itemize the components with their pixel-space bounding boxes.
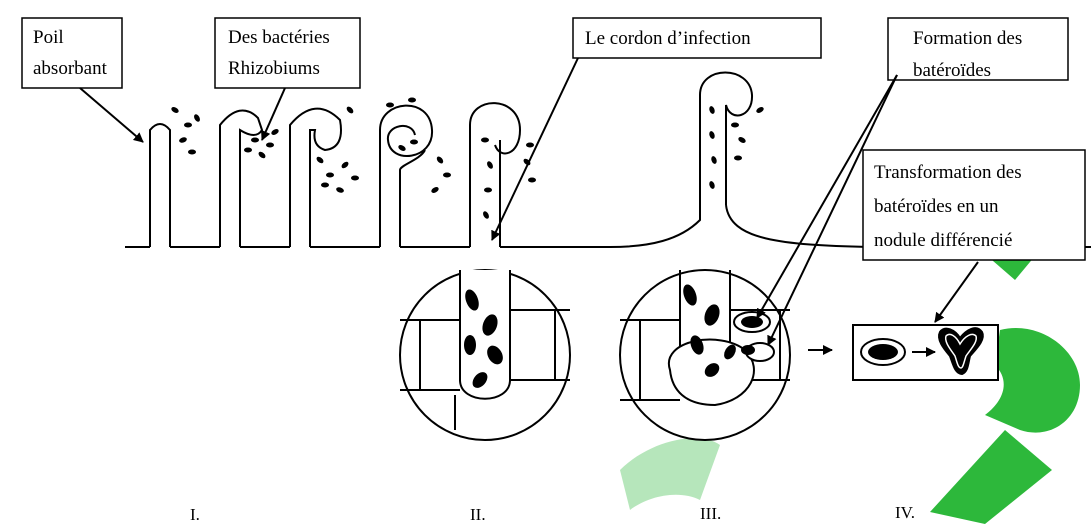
root-hair-5 (470, 103, 520, 247)
root-hair-1 (150, 124, 170, 247)
formation-line-2: batéroïdes (913, 60, 991, 81)
transformation-line-2: batéroïdes en un (874, 196, 999, 217)
bacteries-line-2: Rhizobiums (228, 58, 320, 79)
label-poil-absorbant: Poil absorbant (22, 18, 122, 88)
stage-label-4: IV. (895, 503, 915, 522)
formation-line-1: Formation des (913, 28, 1022, 49)
root-hair-3 (290, 109, 341, 247)
root-hair-2 (220, 110, 262, 247)
transformation-line-1: Transformation des (874, 162, 1022, 183)
bacteries-line-1: Des bactéries (228, 27, 330, 48)
root-hair-4 (380, 106, 432, 247)
stage-label-2: II. (470, 505, 486, 524)
stage-label-1: I. (190, 505, 200, 524)
label-transformation: Transformation des batéroïdes en un nodu… (863, 150, 1085, 260)
zoom-circle-3 (620, 270, 790, 440)
poil-line-2: absorbant (33, 58, 108, 79)
stage-label-3: III. (700, 504, 721, 523)
label-bacteries: Des bactéries Rhizobiums (215, 18, 360, 88)
poil-line-1: Poil (33, 27, 64, 48)
label-formation: Formation des batéroïdes (888, 18, 1068, 81)
label-cordon: Le cordon d’infection (573, 18, 821, 58)
transformation-line-3: nodule différencié (874, 230, 1012, 251)
bacteria-cluster (170, 98, 764, 220)
cordon-text: Le cordon d’infection (585, 28, 751, 49)
zoom-circle-2 (400, 270, 570, 440)
nodule-box (853, 325, 998, 380)
